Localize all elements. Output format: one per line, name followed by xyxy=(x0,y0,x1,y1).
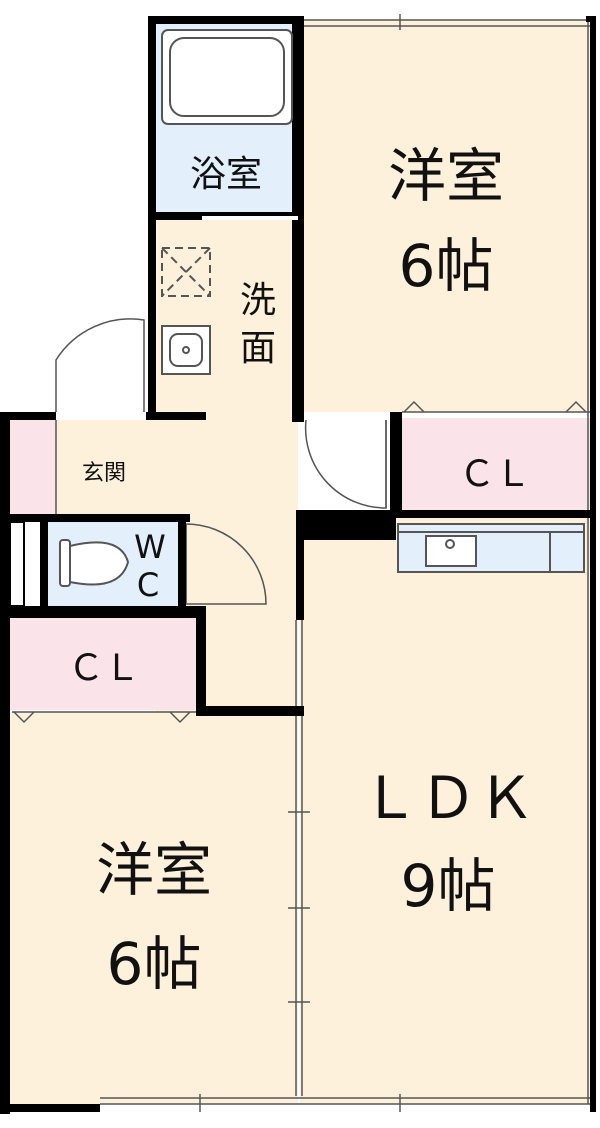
wc-label-line1: W xyxy=(134,528,166,566)
bedroom-top-floor xyxy=(300,20,590,412)
bath-label: 浴室 xyxy=(190,154,262,195)
sink-icon xyxy=(161,325,211,375)
ldk-size: 9帖 xyxy=(401,852,496,920)
bedroom-bottom-floor xyxy=(10,712,298,1104)
door-swing-icon xyxy=(55,318,145,412)
room-labels: 浴室 洗 面 洋室 6帖 ＣＬ 玄関 W C ＣＬ ＬＤＫ 9帖 洋室 6帖 xyxy=(68,142,535,998)
toilet-icon xyxy=(59,539,130,587)
entrance-step xyxy=(10,420,56,514)
closet-left-floor xyxy=(10,618,200,710)
door-swing-icon xyxy=(304,419,387,509)
thin-lines xyxy=(12,14,590,1112)
walls xyxy=(0,16,596,1114)
door-swing-icon xyxy=(185,523,267,605)
entrance-floor xyxy=(56,420,156,514)
ldk-label: ＬＤＫ xyxy=(361,764,535,832)
wash-floor xyxy=(156,218,298,414)
closet-top-floor xyxy=(400,418,590,514)
wc-label-line2: C xyxy=(137,566,159,604)
entrance-label: 玄関 xyxy=(82,461,126,486)
washing-machine-icon xyxy=(161,247,211,297)
bedroom-top-label: 洋室 xyxy=(388,142,504,210)
bedroom-bottom-size: 6帖 xyxy=(107,930,202,998)
closet-left-label: ＣＬ xyxy=(68,648,140,689)
wash-label-line1: 洗 xyxy=(240,280,276,321)
bathtub-icon xyxy=(161,29,293,125)
fixtures xyxy=(59,29,585,587)
ldk-floor xyxy=(300,514,590,1104)
closet-top-label: ＣＬ xyxy=(459,454,531,495)
kitchen-counter-icon xyxy=(397,523,585,573)
bedroom-bottom-label: 洋室 xyxy=(96,836,212,904)
bedroom-top-size: 6帖 xyxy=(399,232,494,300)
wash-label-line2: 面 xyxy=(240,328,276,369)
